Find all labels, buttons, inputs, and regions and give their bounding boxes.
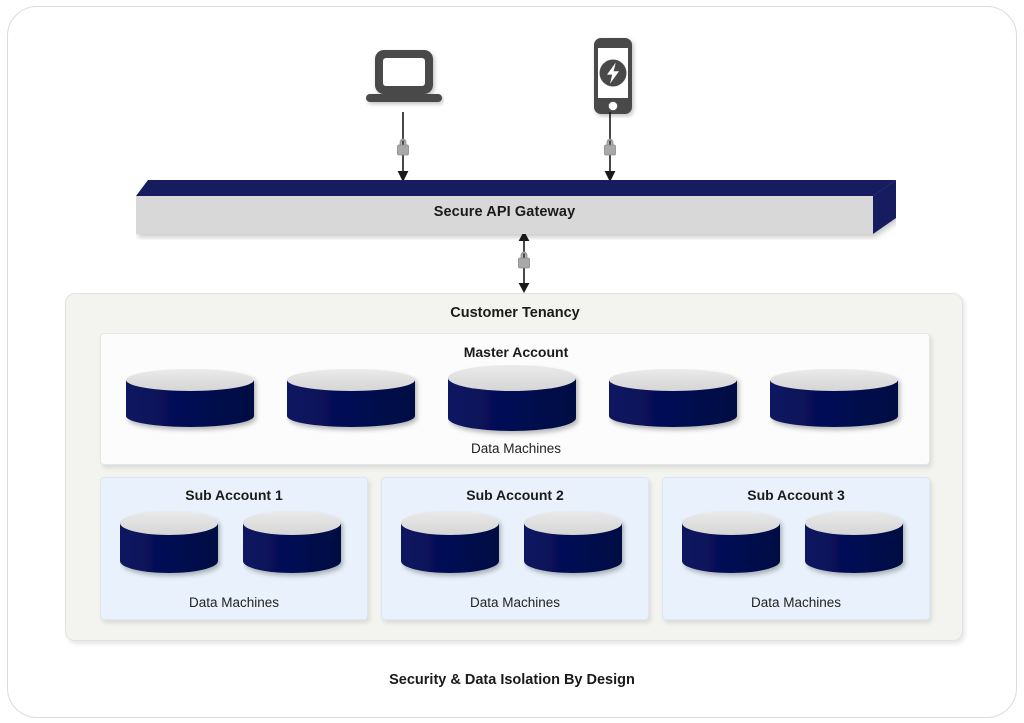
sub-account-caption: Data Machines — [469, 595, 561, 610]
sub-account-machines — [382, 510, 648, 582]
mobile-phone-icon — [587, 36, 639, 118]
sub-account-machines — [101, 510, 367, 582]
data-machine-cylinder — [804, 511, 903, 573]
sub-account-label: Sub Account 2 — [466, 487, 564, 503]
sub-account-caption: Data Machines — [188, 595, 280, 610]
sub-account-label: Sub Account 1 — [185, 487, 283, 503]
data-machine-cylinder — [609, 369, 737, 427]
data-machine-cylinder — [287, 369, 415, 427]
data-machine-cylinder — [681, 511, 780, 573]
master-account-machines — [101, 365, 931, 437]
sub-accounts-row: Sub Account 1 — [100, 477, 930, 620]
sub-account-caption: Data Machines — [750, 595, 842, 610]
sub-account-card-2: Sub Account 2 — [381, 477, 649, 620]
data-machine-cylinder — [119, 511, 218, 573]
gateway-to-tenancy-connector — [512, 231, 536, 293]
customer-tenancy-label: Customer Tenancy — [450, 305, 580, 321]
lock-icon — [518, 251, 530, 269]
laptop-icon — [364, 48, 444, 110]
customer-tenancy-panel: Customer Tenancy Master Account — [65, 293, 963, 641]
data-machine-cylinder — [242, 511, 341, 573]
diagram-title: Security & Data Isolation By Design — [389, 672, 635, 688]
sub-account-card-3: Sub Account 3 — [662, 477, 930, 620]
data-machine-cylinder — [770, 369, 898, 427]
data-machine-cylinder — [523, 511, 622, 573]
data-machine-cylinder — [126, 369, 254, 427]
sub-account-label: Sub Account 3 — [747, 487, 845, 503]
master-account-panel: Master Account — [100, 333, 930, 465]
phone-to-gateway-connector — [598, 112, 622, 184]
sub-account-card-1: Sub Account 1 — [100, 477, 368, 620]
master-account-caption: Data Machines — [470, 441, 562, 456]
lock-icon — [397, 138, 409, 156]
data-machine-cylinder — [400, 511, 499, 573]
master-account-label: Master Account — [463, 344, 569, 360]
secure-api-gateway: Secure API Gateway — [136, 180, 896, 240]
data-machine-cylinder — [448, 365, 576, 431]
sub-account-machines — [663, 510, 929, 582]
lock-icon — [604, 138, 616, 156]
gateway-label: Secure API Gateway — [433, 204, 576, 220]
laptop-to-gateway-connector — [391, 112, 415, 184]
